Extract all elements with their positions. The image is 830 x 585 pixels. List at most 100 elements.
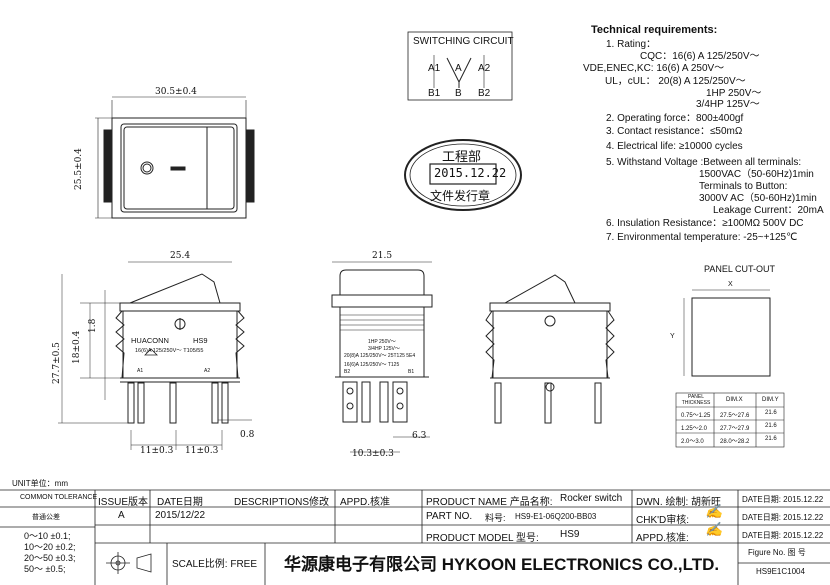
issue-label: ISSUE版本 xyxy=(98,497,149,508)
tech-item: 7. Environmental temperature: -25~+125℃ xyxy=(606,232,798,243)
panel-cutout-drawing xyxy=(683,289,771,377)
tech-item: 5. Withstand Voltage :Between all termin… xyxy=(606,157,802,168)
dim-pitch-right: 11±0.3 xyxy=(185,446,219,456)
tech-item: 3000V AC（50-60Hz)1min xyxy=(699,193,817,204)
panel-table-header: DIM.Y xyxy=(762,397,779,403)
dim-pitch-left: 11±0.3 xyxy=(140,446,174,456)
switching-circuit-diagram xyxy=(407,31,513,101)
front-model: HS9 xyxy=(193,336,208,345)
appd2-label: APPD.核准: xyxy=(636,533,689,544)
tolerance-row: 20～50 ±0.3; xyxy=(24,553,76,563)
product-model-label: PRODUCT MODEL 型号: xyxy=(426,533,539,544)
tech-item: UL，cUL： 20(8) A 125/250V～ xyxy=(605,76,746,87)
panel-table-cell: 27.5～27.6 xyxy=(720,413,750,419)
front-rating: 16(6)A 125/250V～ T105/55 xyxy=(135,348,204,354)
tech-item: 6. Insulation Resistance：≥100MΩ 500V DC xyxy=(606,218,804,229)
circuit-label-b1: B1 xyxy=(428,88,441,99)
circuit-label-b: B xyxy=(455,88,462,99)
front-brand: HUACONN xyxy=(131,336,169,345)
tech-item: CQC：16(6) A 125/250V～ xyxy=(640,51,760,62)
panel-table-cell: 2.0～3.0 xyxy=(681,439,704,445)
front-a2: A2 xyxy=(204,368,211,374)
side-view xyxy=(331,261,433,453)
dim-front-width: 25.4 xyxy=(170,251,191,261)
circuit-label-a: A xyxy=(455,63,462,74)
front-view xyxy=(58,261,252,450)
panel-table-cell: 21.6 xyxy=(765,410,777,416)
scale-label: SCALE比例: FREE xyxy=(172,559,258,570)
descriptions-label: DESCRIPTIONS修改 xyxy=(234,497,330,508)
circuit-label-a1: A1 xyxy=(428,63,441,74)
circuit-label-b2: B2 xyxy=(478,88,491,99)
tech-item: Terminals to Button: xyxy=(699,181,788,192)
dwn-label: DWN. 绘制: 胡新旺 xyxy=(636,497,721,508)
common-tolerance: COMMON TOLERANCE xyxy=(20,494,98,501)
tech-item: 1500VAC（50-60Hz)1min xyxy=(699,169,814,180)
dim-side-pitch: 10.3±0.3 xyxy=(352,449,394,459)
side-mark-line: 3/4HP 125V～ xyxy=(368,346,400,352)
date-value: 2015/12/22 xyxy=(155,510,206,521)
dim-h-18: 18±0.4 xyxy=(72,330,82,364)
signature-chk: ✍ xyxy=(705,504,723,520)
part-no-label: PART NO. xyxy=(426,511,473,522)
issue-value: A xyxy=(118,510,125,521)
stamp-line1: 工程部 xyxy=(442,150,482,165)
side-mark-line: 1HP 250V～ xyxy=(368,339,396,345)
switching-circuit-title: SWITCHING CIRCUIT xyxy=(413,36,514,47)
panel-table-grid xyxy=(675,392,785,448)
panel-table-cell: 21.6 xyxy=(765,436,777,442)
tech-item: 2. Operating force：800±400gf xyxy=(606,113,744,124)
panel-table-cell: 1.25～2.0 xyxy=(681,426,708,432)
panel-table-cell: 21.6 xyxy=(765,423,777,429)
unit-label: UNIT单位：mm xyxy=(12,479,68,488)
tolerance-row: 10～20 ±0.2; xyxy=(24,542,76,552)
tech-item: 3. Contact resistance：≤50mΩ xyxy=(606,126,743,137)
figure-label: Figure No. 图 号 xyxy=(748,548,806,557)
engineering-stamp xyxy=(404,139,522,211)
dim-top-height: 25.5±0.4 xyxy=(74,148,84,190)
dim-h-1-8: 1.8 xyxy=(88,318,98,333)
panel-table-cell: 27.7～27.9 xyxy=(720,426,750,432)
front-a1: A1 xyxy=(137,368,144,374)
tolerance-row: 0～10 ±0.1; xyxy=(24,531,71,541)
panel-cutout-title: PANEL CUT-OUT xyxy=(704,264,776,274)
panel-table-cell: 28.0～28.2 xyxy=(720,439,750,445)
panel-table-cell: 0.75～1.25 xyxy=(681,413,711,419)
tech-item: 1. Rating： xyxy=(606,39,657,50)
panel-table-header: DIM.X xyxy=(726,397,743,403)
panel-y-label: Y xyxy=(670,333,675,340)
date-row: DATE日期: 2015.12.22 xyxy=(742,513,824,522)
dim-side-width: 21.5 xyxy=(372,251,393,261)
projection-symbol xyxy=(106,552,152,574)
chkd-label: CHK'D审核: xyxy=(636,515,690,526)
panel-x-label: X xyxy=(728,281,733,288)
side-mark-line: 20(8)A 125/250V～ 25T125 5E4 xyxy=(344,353,416,359)
tolerance-cn: 普通公差 xyxy=(32,514,60,521)
top-view xyxy=(95,96,255,219)
tech-item: VDE,ENEC,KC: 16(6) A 250V～ xyxy=(583,63,725,74)
company-name: 华源康电子有限公司 HYKOON ELECTRONICS CO.,LTD. xyxy=(284,555,720,574)
title-block-grid xyxy=(0,489,830,585)
stamp-date: 2015.12.22 xyxy=(434,166,507,180)
side-mark-line: 16(6)A 125/250V～ T125 xyxy=(344,362,400,368)
tech-item: 4. Electrical life: ≥10000 cycles xyxy=(606,141,743,152)
side-mark-b2: B2 xyxy=(344,369,351,375)
circuit-label-a2: A2 xyxy=(478,63,491,74)
product-name-value: Rocker switch xyxy=(560,493,623,504)
tech-item: Leakage Current：20mA xyxy=(713,205,824,216)
date-label: DATE日期 xyxy=(157,497,203,508)
tech-item: 1HP 250V～ xyxy=(706,88,762,99)
product-name-label: PRODUCT NAME 产品名称: xyxy=(426,497,553,508)
signature-appd: ✍ xyxy=(705,522,723,538)
dim-h-27-7: 27.7±0.5 xyxy=(52,342,62,384)
dim-side-depth: 6.3 xyxy=(412,431,427,441)
side-mark-b1: B1 xyxy=(408,369,415,375)
figure-value: HS9E1C1004 xyxy=(756,567,805,576)
appd-label: APPD.核准 xyxy=(340,497,391,508)
tech-item: 3/4HP 125V～ xyxy=(696,99,760,110)
dim-top-width: 30.5±0.4 xyxy=(155,87,197,97)
part-no-value: HS9-E1-06Q200-BB03 xyxy=(515,512,597,521)
panel-table-header: PANEL THICKNESS xyxy=(681,394,711,406)
dim-thickness: 0.8 xyxy=(240,430,255,440)
